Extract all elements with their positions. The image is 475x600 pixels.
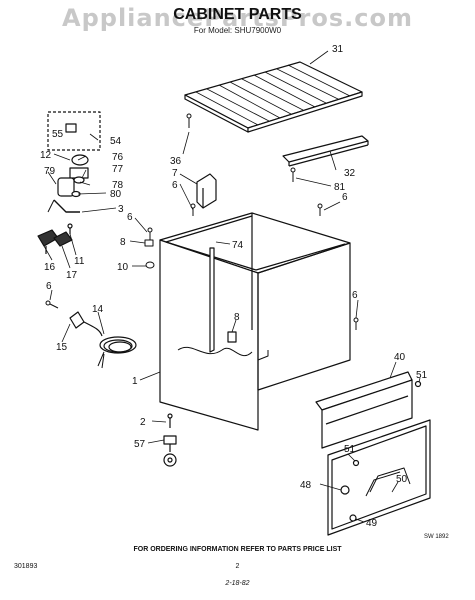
callout-15: 15 bbox=[56, 342, 68, 353]
callout-11: 11 bbox=[74, 256, 85, 267]
ordering-notice: FOR ORDERING INFORMATION REFER TO PARTS … bbox=[133, 546, 342, 553]
callout-74: 74 bbox=[232, 240, 244, 251]
callout-76: 76 bbox=[112, 152, 124, 163]
callout-79: 79 bbox=[44, 166, 56, 177]
top-rail bbox=[282, 135, 369, 167]
callout-36: 36 bbox=[170, 156, 182, 167]
top-panel bbox=[184, 61, 363, 133]
callout-12: 12 bbox=[40, 150, 52, 161]
callout-57: 57 bbox=[134, 439, 146, 450]
page-number: 2 bbox=[235, 563, 240, 570]
callout-51-upper: 51 bbox=[416, 370, 428, 381]
callout-8-lower: 8 bbox=[234, 312, 240, 323]
callout-6-mid-right: 6 bbox=[352, 290, 358, 301]
callout-49: 49 bbox=[366, 518, 378, 529]
callout-50: 50 bbox=[396, 474, 408, 485]
power-cord bbox=[69, 311, 137, 369]
callout-54: 54 bbox=[110, 136, 122, 147]
diagram-code: SW 1892 bbox=[424, 534, 449, 540]
callout-81: 81 bbox=[334, 182, 346, 193]
callout-1: 1 bbox=[132, 376, 138, 387]
callout-2: 2 bbox=[140, 417, 146, 428]
callout-17: 17 bbox=[66, 270, 78, 281]
callout-51-lower: 51 bbox=[344, 444, 356, 455]
page-title: CABINET PARTS bbox=[173, 6, 302, 23]
access-panel bbox=[327, 419, 431, 536]
callout-6-upper-left: 6 bbox=[127, 212, 133, 223]
callout-7: 7 bbox=[172, 168, 178, 179]
callout-77: 77 bbox=[112, 164, 124, 175]
callout-78: 78 bbox=[112, 180, 124, 191]
model-subtitle: For Model: SHU7900W0 bbox=[193, 26, 282, 35]
callout-16: 16 bbox=[44, 262, 56, 273]
callout-80: 80 bbox=[110, 189, 122, 200]
callout-10: 10 bbox=[117, 262, 129, 273]
thermostat-knob bbox=[47, 123, 89, 213]
callout-40: 40 bbox=[394, 352, 406, 363]
callout-14: 14 bbox=[92, 304, 104, 315]
watermark: AppliancePartsPros.com bbox=[62, 4, 413, 32]
callout-32: 32 bbox=[344, 168, 356, 179]
document-code: 301893 bbox=[14, 563, 38, 570]
date-signature: 2-18-82 bbox=[225, 580, 250, 587]
callout-8-upper: 8 bbox=[120, 237, 126, 248]
callout-6-bracket: 6 bbox=[172, 180, 178, 191]
callout-55: 55 bbox=[52, 129, 64, 140]
callout-48: 48 bbox=[300, 480, 312, 491]
toe-plate bbox=[315, 371, 422, 449]
callout-labels: 31 36 32 81 6 7 6 55 54 12 76 79 77 78 8… bbox=[40, 44, 449, 540]
light-switch bbox=[37, 223, 73, 254]
callout-6-left: 6 bbox=[46, 281, 52, 292]
small-screws bbox=[144, 203, 359, 330]
bracket bbox=[196, 173, 217, 209]
cabinet-body bbox=[159, 212, 351, 431]
callout-3: 3 bbox=[118, 204, 124, 215]
callout-31: 31 bbox=[332, 44, 344, 55]
kit-box bbox=[47, 111, 101, 151]
top-screws bbox=[186, 113, 323, 216]
callout-6-right: 6 bbox=[342, 192, 348, 203]
caster bbox=[163, 413, 177, 467]
leader-lines bbox=[43, 50, 421, 523]
left-screw bbox=[45, 300, 59, 309]
